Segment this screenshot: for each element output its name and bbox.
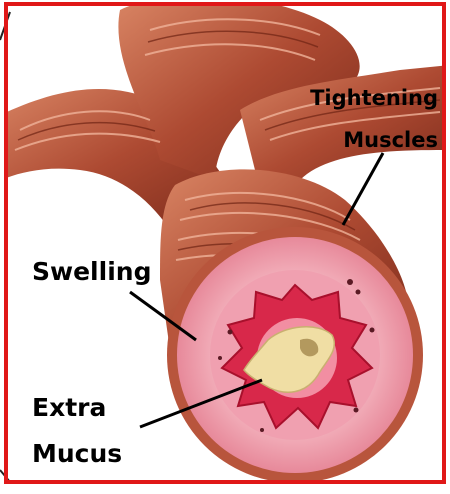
label-swelling: Swelling [32,258,151,287]
label-extra: Extra [32,394,106,423]
label-muscles: Muscles [343,128,438,152]
label-tightening: Tightening [310,86,438,110]
pointer-tightening [343,153,383,225]
label-mucus: Mucus [32,440,122,469]
